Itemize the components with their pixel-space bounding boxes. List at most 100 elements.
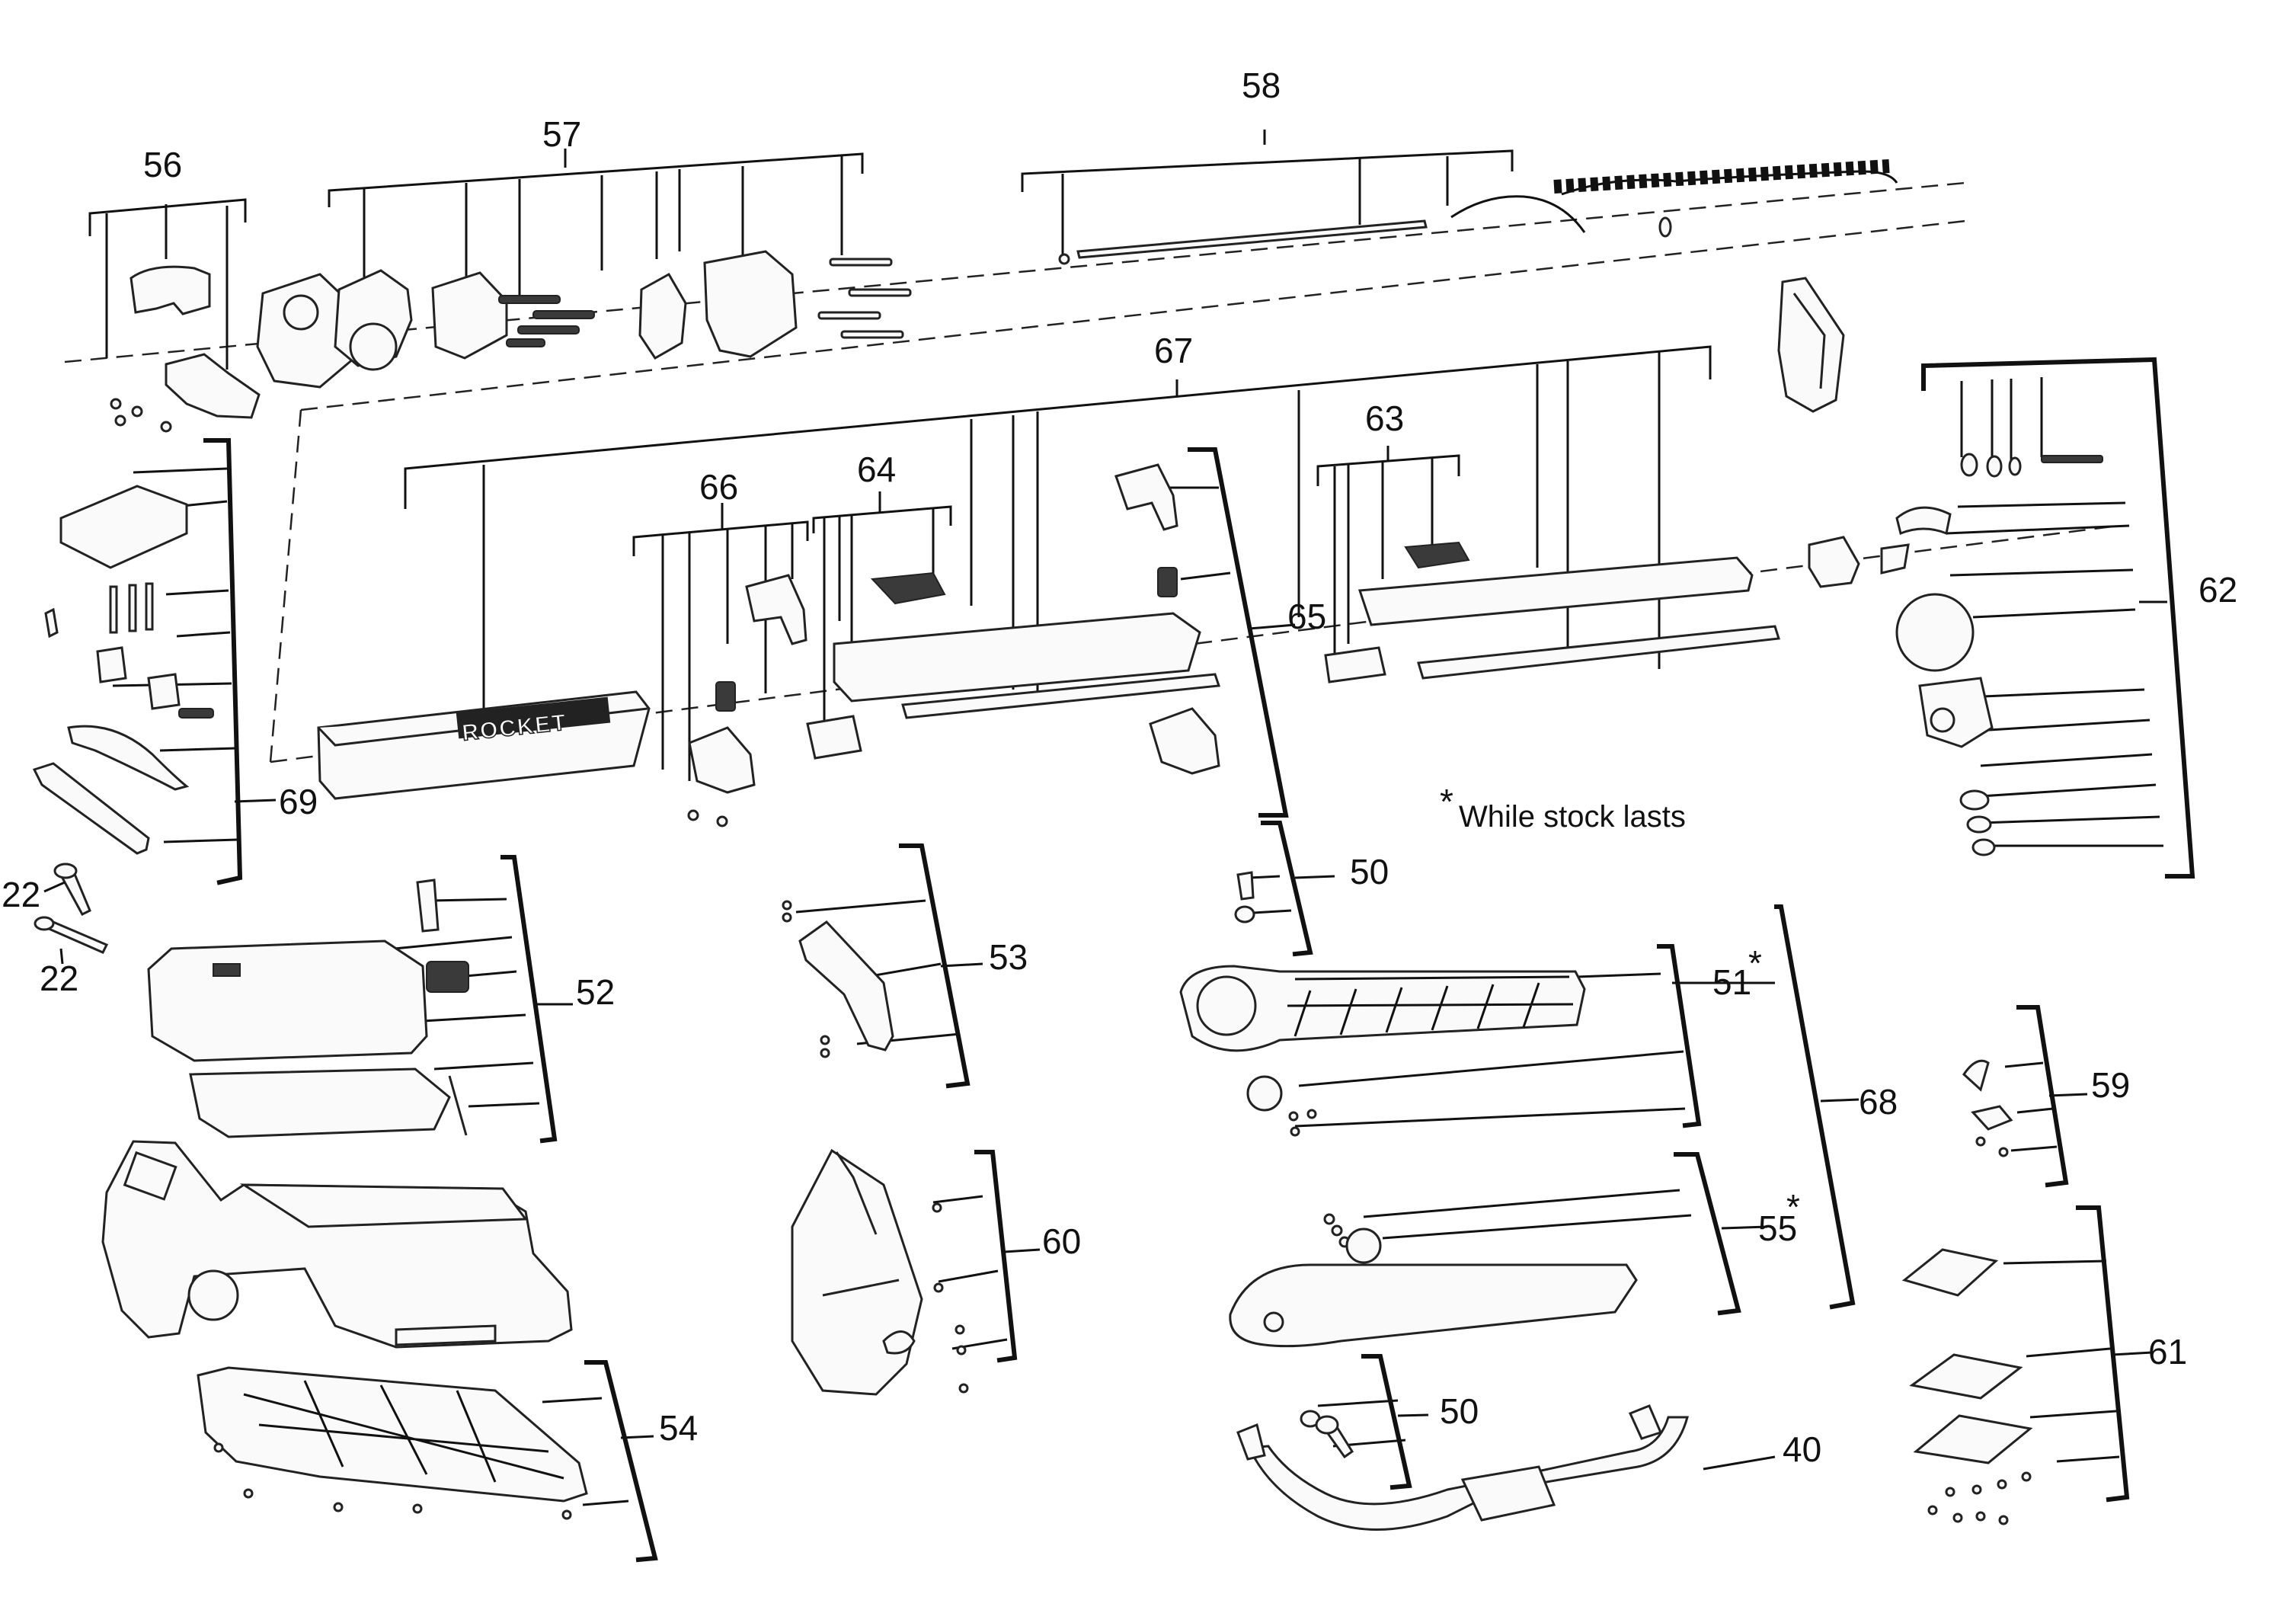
hinge-bracket-66 [688, 726, 756, 794]
group-69: 69 [32, 438, 318, 885]
shoulder-strap [1247, 1416, 1689, 1531]
callout-55: 55 [1758, 1208, 1797, 1248]
callout-62: 62 [2198, 570, 2237, 610]
mount-bracket [431, 271, 508, 360]
callout-22a: 22 [2, 875, 40, 914]
end-cap-65 [1114, 463, 1178, 531]
note-text: While stock lasts [1459, 800, 1686, 834]
star-51: * [1748, 943, 1762, 983]
callout-59: 59 [2091, 1065, 2130, 1105]
motor-end-plate [256, 273, 356, 389]
callout-50-upper: 50 [1350, 852, 1389, 891]
group-51: 51 * [1179, 943, 1775, 1137]
strip-64 [901, 673, 1221, 719]
group-66: 66 [632, 467, 809, 827]
end-cap [745, 574, 807, 645]
latch-52 [426, 961, 469, 993]
grip-pad-64 [870, 571, 946, 605]
motor-cover [703, 250, 798, 358]
group-54: 54 [197, 1360, 698, 1563]
top-plate-69 [59, 485, 188, 569]
coiled-cable [1450, 170, 1898, 233]
group-60: 60 [791, 1148, 1081, 1396]
group-68: 68 [1774, 904, 1898, 1310]
group-57: 57 [256, 114, 912, 389]
handle-53 [798, 920, 894, 1051]
group-59: 59 [1962, 1005, 2130, 1188]
callout-65: 65 [1287, 597, 1326, 636]
group-55: 55 * [1229, 1152, 1800, 1348]
group-50-upper: 50 [1234, 821, 1389, 957]
rail-64 [833, 612, 1201, 703]
callout-22b: 22 [40, 959, 78, 998]
grip-pad-63 [1404, 541, 1470, 569]
callout-52: 52 [576, 972, 615, 1012]
group-22: 22 22 [2, 863, 109, 998]
group-40: 40 [1236, 1404, 1821, 1531]
long-bolt-2 [848, 288, 912, 297]
latch-65 [1157, 567, 1178, 597]
curved-plate-69 [67, 725, 190, 791]
callout-54: 54 [659, 1408, 698, 1448]
latch-66 [715, 681, 736, 712]
group-61: 61 [1901, 1205, 2187, 1525]
logo-rail: ROCKET [317, 690, 651, 800]
group-58: 58 [1021, 66, 1898, 265]
group-63: 63 [1316, 398, 1780, 683]
callout-58: 58 [1242, 66, 1281, 105]
callout-66: 66 [699, 467, 738, 507]
battery-lid [147, 939, 428, 1062]
callout-56: 56 [143, 145, 182, 184]
spring-1 [498, 295, 561, 304]
group-65: 65 [1114, 447, 1326, 818]
side-panel-60 [791, 1148, 923, 1396]
callout-40: 40 [1783, 1429, 1821, 1469]
group-56: 56 [88, 145, 261, 433]
group-52: 52 [147, 855, 615, 1144]
hinge-bracket-65 [1149, 707, 1220, 775]
callout-53: 53 [989, 937, 1028, 977]
group-62: 62 [1808, 357, 2237, 879]
foot-64 [806, 715, 862, 760]
group-53: 53 [782, 843, 1028, 1089]
cover-plate [638, 272, 687, 360]
note-star: * [1440, 782, 1453, 821]
stock-note: * While stock lasts [1440, 782, 1686, 834]
lid-seal [189, 1067, 451, 1138]
spring-3 [517, 325, 580, 334]
callout-68: 68 [1859, 1082, 1898, 1122]
group-50-lower: 50 [1300, 1354, 1479, 1490]
callout-51: 51 [1712, 962, 1751, 1002]
axle-69 [32, 762, 150, 855]
foot-63 [1324, 646, 1386, 683]
cap-cover [130, 265, 211, 315]
arm-51 [1179, 965, 1586, 1052]
star-55: * [1786, 1187, 1800, 1227]
long-bolt-4 [840, 330, 904, 339]
strip-63 [1417, 625, 1780, 680]
arm-55 [1229, 1263, 1638, 1348]
rod [1076, 219, 1428, 259]
control-box [1777, 277, 1845, 413]
rail-63 [1357, 556, 1754, 626]
callout-63: 63 [1365, 398, 1404, 438]
callout-61: 61 [2148, 1332, 2187, 1372]
housing-bracket [165, 353, 261, 419]
callout-64: 64 [857, 450, 896, 489]
long-bolt-1 [829, 258, 893, 267]
main-housing [101, 1140, 573, 1349]
callout-57: 57 [542, 114, 581, 154]
base-61 [1913, 1414, 2033, 1464]
callout-69: 69 [279, 782, 318, 821]
callout-50-lower: 50 [1440, 1391, 1479, 1431]
callout-60: 60 [1042, 1221, 1081, 1261]
gasket-61 [1901, 1248, 1999, 1297]
handle-clip-52 [416, 879, 440, 933]
long-bolt-3 [817, 311, 881, 320]
group-64: 64 [806, 450, 1221, 760]
frame-61 [1909, 1353, 2023, 1400]
callout-67: 67 [1154, 331, 1193, 370]
spring-4 [506, 338, 545, 347]
spring-2 [532, 310, 595, 319]
